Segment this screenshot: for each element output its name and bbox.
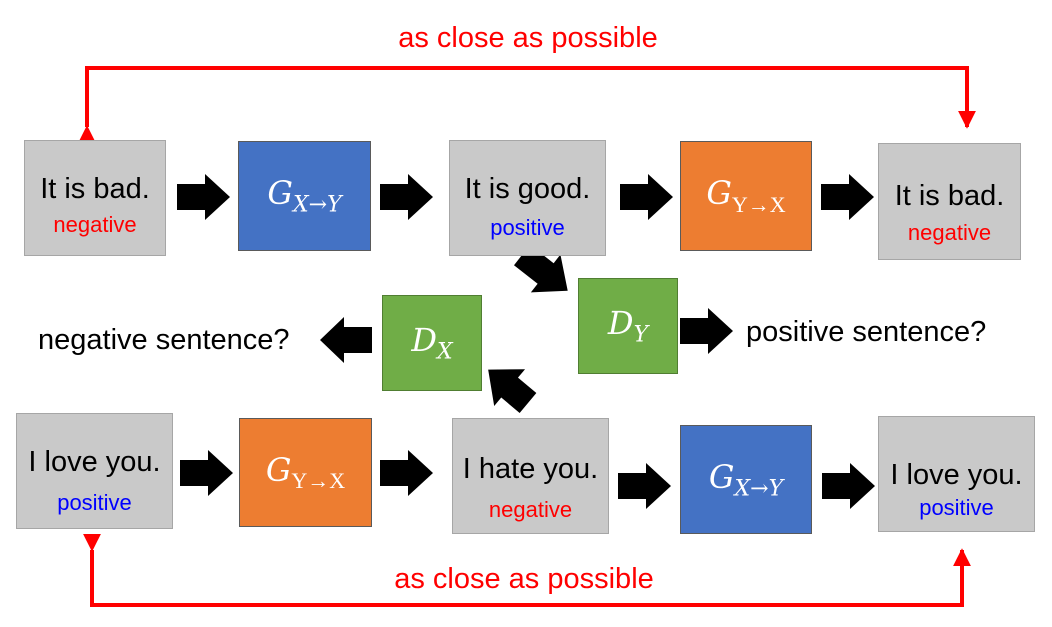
generator-symbol: GX→Y <box>267 174 342 218</box>
sentiment-label: negative <box>488 497 573 522</box>
top-feedback-connector <box>78 66 976 144</box>
arrow-diagonal-icon <box>513 244 568 293</box>
generator-x-to-y-box: GX→Y <box>680 425 812 534</box>
arrow-right-icon <box>180 450 233 496</box>
sentence-text: It is bad. <box>40 173 150 205</box>
sentiment-label: positive <box>919 495 994 520</box>
top-input-sentence-box: It is bad. negative <box>24 140 166 256</box>
generator-symbol: GY→X <box>706 174 786 217</box>
arrow-right-icon <box>620 174 673 220</box>
arrow-right-icon <box>380 450 433 496</box>
arrow-right-icon <box>822 463 875 509</box>
discriminator-x-box: DX <box>382 295 482 391</box>
arrow-diagonal-icon <box>488 369 537 413</box>
discriminator-symbol: DX <box>411 321 453 365</box>
sentiment-label: positive <box>490 215 565 240</box>
arrow-left-icon <box>320 317 372 363</box>
sentence-text: I love you. <box>28 446 161 478</box>
bottom-input-sentence-box: I love you. positive <box>16 413 173 529</box>
sentence-text: I love you. <box>890 459 1023 491</box>
sentence-text: It is bad. <box>894 180 1005 212</box>
generator-symbol: GY→X <box>265 450 346 494</box>
discriminator-y-question: positive sentence? <box>746 316 987 348</box>
arrow-right-icon <box>680 308 733 354</box>
sentiment-label: negative <box>907 220 992 245</box>
sentence-text: I hate you. <box>462 453 599 485</box>
discriminator-y-box: DY <box>578 278 678 374</box>
generator-symbol: GX→Y <box>708 457 784 502</box>
arrow-right-icon <box>821 174 874 220</box>
arrow-right-icon <box>380 174 433 220</box>
bottom-feedback-connector <box>83 533 971 607</box>
generator-x-to-y-box: GX→Y <box>238 141 371 251</box>
bottom-middle-sentence-box: I hate you. negative <box>452 418 609 534</box>
discriminator-x-question: negative sentence? <box>38 324 290 356</box>
sentiment-label: negative <box>53 212 137 237</box>
generator-y-to-x-box: GY→X <box>680 141 812 251</box>
arrow-right-icon <box>177 174 230 220</box>
sentence-text: It is good. <box>464 173 591 205</box>
discriminator-symbol: DY <box>607 304 649 348</box>
generator-y-to-x-box: GY→X <box>239 418 372 527</box>
top-feedback-label: as close as possible <box>398 22 658 54</box>
top-output-sentence-box: It is bad. negative <box>878 143 1021 260</box>
bottom-feedback-label: as close as possible <box>394 563 654 595</box>
arrow-right-icon <box>618 463 671 509</box>
sentiment-label: positive <box>57 490 132 515</box>
top-middle-sentence-box: It is good. positive <box>449 140 606 256</box>
bottom-output-sentence-box: I love you. positive <box>878 416 1035 532</box>
